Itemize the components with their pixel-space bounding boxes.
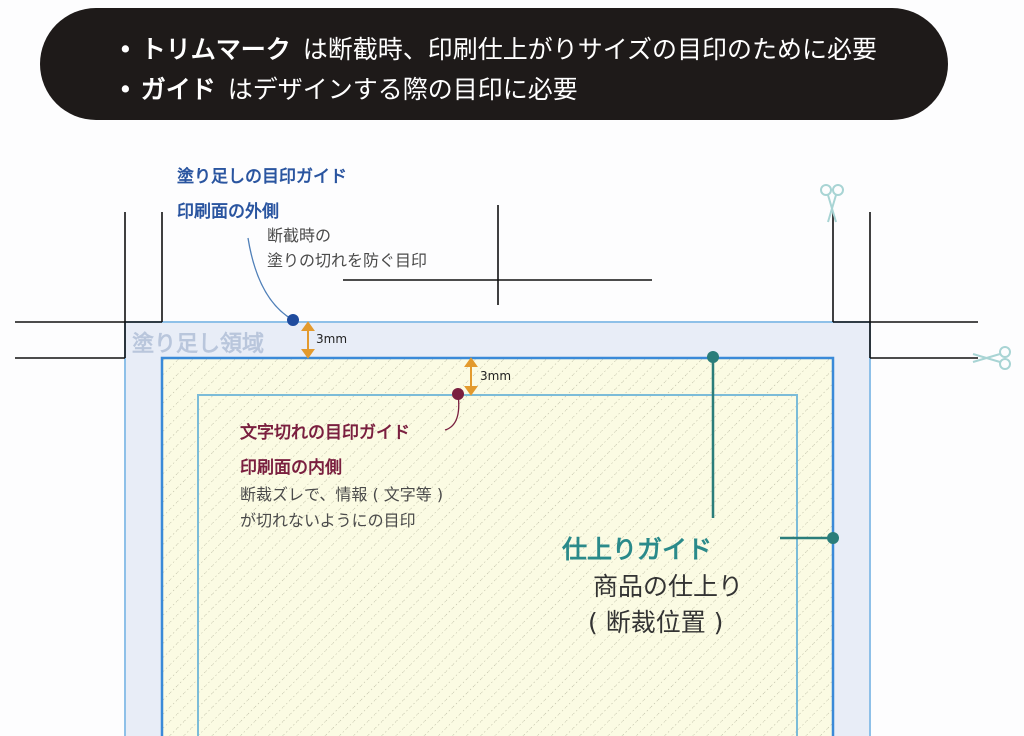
bleed-guide-subtitle: 印刷面の外側 [177,202,279,222]
summary-line-trim-marks: • トリムマークは断截時、印刷仕上がりサイズの目印のために必要 [118,35,877,64]
crop-marks-left [15,212,163,359]
measure-arrow-outer [301,321,315,359]
bleed-area-label: 塗り足し領域 [132,332,265,357]
safe-guide-dot [452,388,464,400]
measure-inner-label: 3mm [480,369,512,383]
trim-marks-desc: は断截時、印刷仕上がりサイズの目印のために必要 [302,35,877,64]
bleed-guide-desc-2: 塗りの切れを防ぐ目印 [267,251,428,270]
trim-guide-title: 仕上りガイド [562,535,713,564]
trim-guide-dot-right [827,532,839,544]
safe-area-guide [197,394,798,736]
safe-guide-desc-1: 断裁ズレで、情報 ( 文字等 ) [240,485,444,504]
trim-guide-dot-top [707,351,719,363]
bleed-guide-leader [247,237,294,321]
summary-banner: • トリムマークは断截時、印刷仕上がりサイズの目印のために必要 • ガイドはデザ… [40,8,948,120]
safe-guide-subtitle: 印刷面の内側 [240,458,342,478]
safe-guide-title: 文字切れの目印ガイド [240,423,410,443]
scissors-icon [972,346,1011,370]
center-mark [343,205,652,305]
trim-area [160,356,835,736]
trim-guide-desc-2: ( 断裁位置 ) [588,608,724,637]
measure-outer-label: 3mm [316,332,348,346]
measure-arrow-inner [464,357,478,396]
safe-guide-desc-2: が切れないようにの目印 [240,511,416,530]
bleed-guide-desc-1: 断截時の [267,226,332,245]
term-guides: ガイド [140,75,216,104]
summary-line-guides: • ガイドはデザインする際の目印に必要 [118,75,578,104]
guides-desc: はデザインする際の目印に必要 [227,75,578,104]
term-trim-marks: トリムマーク [140,35,291,64]
bleed-guide-title: 塗り足しの目印ガイド [177,167,347,187]
crop-marks-right [832,212,978,359]
trim-guide-desc-1: 商品の仕上り [593,572,744,601]
scissors-icon [820,184,844,223]
bleed-guide-dot [287,314,299,326]
